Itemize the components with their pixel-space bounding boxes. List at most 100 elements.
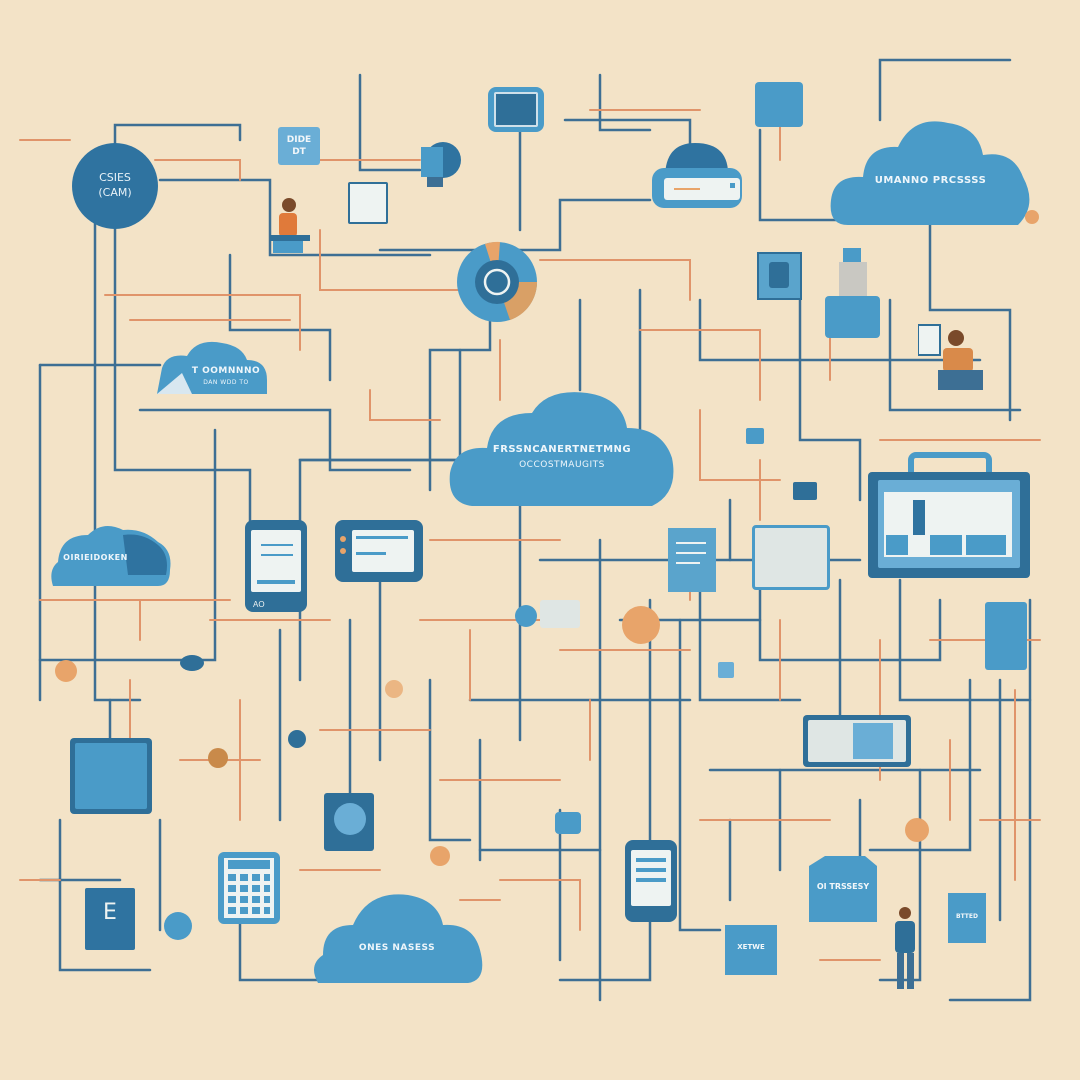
monitor-screen	[494, 92, 538, 127]
monitor-center-left	[335, 520, 423, 582]
cloud-label-line2: OCCOSTMAUGITS	[519, 460, 605, 470]
circle-label-line1: CSIES	[99, 171, 131, 184]
orange-node-icon	[208, 748, 228, 768]
person-icon	[270, 198, 310, 253]
phone-bar	[636, 858, 666, 862]
cloud-node-left-lower: OIRIEIDOKEN	[48, 520, 173, 588]
lab-device-icon	[825, 248, 880, 338]
doc-line	[676, 542, 706, 544]
monitor-top	[488, 87, 544, 132]
cloud-node-bottom: ONES NASESS	[308, 885, 486, 985]
tablet-label: AO	[253, 600, 265, 609]
calculator-node	[218, 852, 280, 924]
box-body: BTTED	[948, 893, 986, 943]
device-top-center	[413, 132, 463, 192]
server-box-bottom-right: OI TRSSESY	[805, 852, 881, 922]
cloud-label: ONES NASESS	[358, 943, 436, 953]
small-monitor: DIDE DT	[278, 127, 320, 165]
lab-device-node	[825, 248, 880, 340]
doc-line	[676, 552, 706, 554]
laptop-node	[342, 182, 390, 227]
orange-node-icon	[430, 846, 450, 866]
device-icon	[421, 142, 461, 187]
tablet-line	[261, 554, 293, 556]
tablet-left: AO	[245, 520, 307, 612]
circle-label-line2: (CAM)	[98, 186, 132, 199]
laptop-screen	[348, 182, 388, 224]
tablet-screen	[251, 530, 301, 592]
document-panel	[668, 528, 716, 592]
globe-icon	[164, 912, 192, 940]
cloud-node-left-mid: T OOMNNNO DAN WDD TO	[152, 338, 270, 396]
cloud-icon	[449, 392, 674, 506]
cloud-label: UMANNO PRCSSSS	[874, 175, 987, 186]
blue-connector-icon	[746, 428, 764, 444]
screen-bar	[356, 536, 408, 539]
large-monitor-node	[868, 452, 1030, 580]
panel-display	[769, 262, 789, 288]
monitor-label-line2: DT	[292, 147, 306, 157]
cloud-label-line1: T OOMNNNO	[191, 366, 261, 376]
screen-block-1	[886, 535, 908, 555]
large-monitor-screen	[878, 480, 1020, 568]
orange-node-icon	[1025, 210, 1039, 224]
pie-dial-icon	[457, 241, 538, 322]
cloud-server-icon	[652, 143, 742, 208]
orange-node-icon	[905, 818, 929, 842]
orange-node-icon	[385, 680, 403, 698]
monitor-label-line1: DIDE	[286, 135, 312, 145]
box-label: XETWE	[737, 943, 765, 951]
tablet-line	[261, 544, 293, 546]
box-bottom-center: XETWE	[725, 925, 780, 977]
blue-connector-icon	[288, 730, 306, 748]
server-box-icon	[809, 856, 877, 922]
small-monitor-node: DIDE DT	[270, 127, 325, 172]
screen-block-2	[930, 535, 962, 555]
cabinet-body: E	[85, 888, 135, 950]
box-body: XETWE	[725, 925, 777, 975]
monitor-handle	[908, 452, 992, 472]
orange-node-icon	[55, 660, 77, 682]
cabinet-letter: E	[103, 900, 117, 925]
dial-node	[455, 240, 540, 325]
node-circle-csies: CSIES (CAM)	[72, 143, 158, 229]
cloud-node-center: FRSSNCANERTNETMNG OCCOSTMAUGITS	[447, 388, 677, 513]
tablet-line	[257, 580, 295, 584]
calculator-icon	[218, 852, 280, 924]
control-panel	[757, 252, 802, 300]
dashboard-screen	[75, 743, 147, 809]
panel-frame	[757, 252, 802, 300]
gauge-dial	[334, 803, 366, 835]
blue-connector-icon	[180, 655, 204, 671]
person-node-right	[917, 320, 988, 392]
server-box-label: OI TRSSESY	[816, 882, 870, 891]
cloud-icon	[314, 894, 483, 983]
screen-bar	[356, 552, 386, 555]
cabinet-node-bottom-left: E	[85, 880, 135, 952]
machine-node	[752, 525, 830, 590]
box-bottom-far-right: BTTED	[948, 893, 988, 945]
dashboard-panel-left	[70, 738, 152, 814]
wide-monitor-lower-right	[803, 715, 911, 767]
phone-bottom-center	[625, 840, 677, 922]
cloud-node-top-right: UMANNO PRCSSSS	[828, 115, 1033, 230]
gauge-monitor	[324, 793, 374, 851]
cloud-icon	[830, 121, 1030, 225]
screen-block-3	[966, 535, 1006, 555]
box-top-right	[755, 82, 803, 127]
monitor-screen	[352, 530, 414, 572]
server-box-right	[985, 602, 1027, 670]
person-node-bottom-right	[885, 905, 923, 995]
orange-node-icon	[622, 606, 660, 644]
person-icon	[895, 907, 915, 989]
indicator-light	[340, 548, 346, 554]
screen-scene	[853, 723, 893, 759]
cloud-label-line2: DAN WDD TO	[203, 379, 249, 386]
machine-body	[752, 525, 830, 590]
phone-bar	[636, 878, 666, 882]
blue-connector-icon	[718, 662, 734, 678]
large-monitor	[868, 472, 1030, 578]
cloud-icon	[157, 341, 267, 394]
indicator-light	[340, 536, 346, 542]
